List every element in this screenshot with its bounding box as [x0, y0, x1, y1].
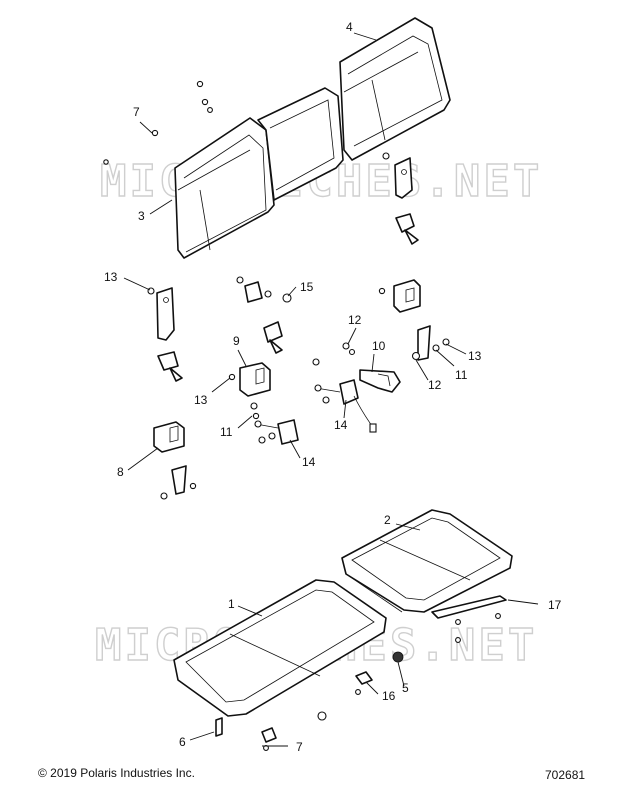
- callout-17: 17: [548, 598, 562, 612]
- callout-3: 3: [138, 209, 145, 223]
- fasteners-top: [103, 80, 390, 165]
- center-hardware: [236, 276, 292, 354]
- lower-fasteners: [215, 651, 404, 751]
- belt-anchor-upper-right: [394, 157, 419, 245]
- copyright-notice: © 2019 Polaris Industries Inc.: [38, 766, 195, 780]
- seatbelt-retractor-lower: [250, 402, 299, 445]
- drawing-number: 702681: [545, 768, 586, 782]
- callout-12-right: 12: [428, 378, 442, 392]
- callout-5: 5: [402, 681, 409, 695]
- callout-1: 1: [228, 597, 235, 611]
- callout-11-right: 11: [455, 368, 468, 382]
- callout-14-center: 14: [334, 418, 348, 432]
- callout-6: 6: [179, 735, 186, 749]
- seat-back-left: [174, 117, 275, 259]
- callout-14-lower: 14: [302, 455, 316, 469]
- leader-lines: [123, 32, 539, 747]
- callout-7-top: 7: [133, 105, 140, 119]
- callout-12-center: 12: [348, 313, 362, 327]
- seat-bottom-right: [341, 509, 513, 613]
- callout-13-left: 13: [104, 270, 118, 284]
- belt-buckle-left: [228, 362, 271, 397]
- callout-9: 9: [233, 334, 240, 348]
- callout-2: 2: [384, 513, 391, 527]
- callout-13-center: 13: [194, 393, 208, 407]
- callout-7-bottom: 7: [296, 740, 303, 754]
- seatbelt-retractor-center: [312, 342, 401, 433]
- callout-15: 15: [300, 280, 314, 294]
- belt-anchor-left: [147, 287, 183, 382]
- seat-bottom-bracket: [431, 595, 507, 643]
- callout-4: 4: [346, 20, 353, 34]
- belt-buckle-lower-left: [153, 421, 197, 500]
- callouts: 4 7 3 13 15 12 10 9 13 11 12 13 11 14 14…: [104, 20, 562, 754]
- belt-buckle-right: [378, 279, 450, 361]
- seat-back-right: [339, 17, 451, 161]
- seat-back-middle: [257, 87, 344, 201]
- callout-16: 16: [382, 689, 396, 703]
- callout-13-right: 13: [468, 349, 482, 363]
- callout-8: 8: [117, 465, 124, 479]
- callout-11-left: 11: [220, 425, 233, 439]
- seat-bottom-left: [173, 579, 387, 717]
- callout-10: 10: [372, 339, 386, 353]
